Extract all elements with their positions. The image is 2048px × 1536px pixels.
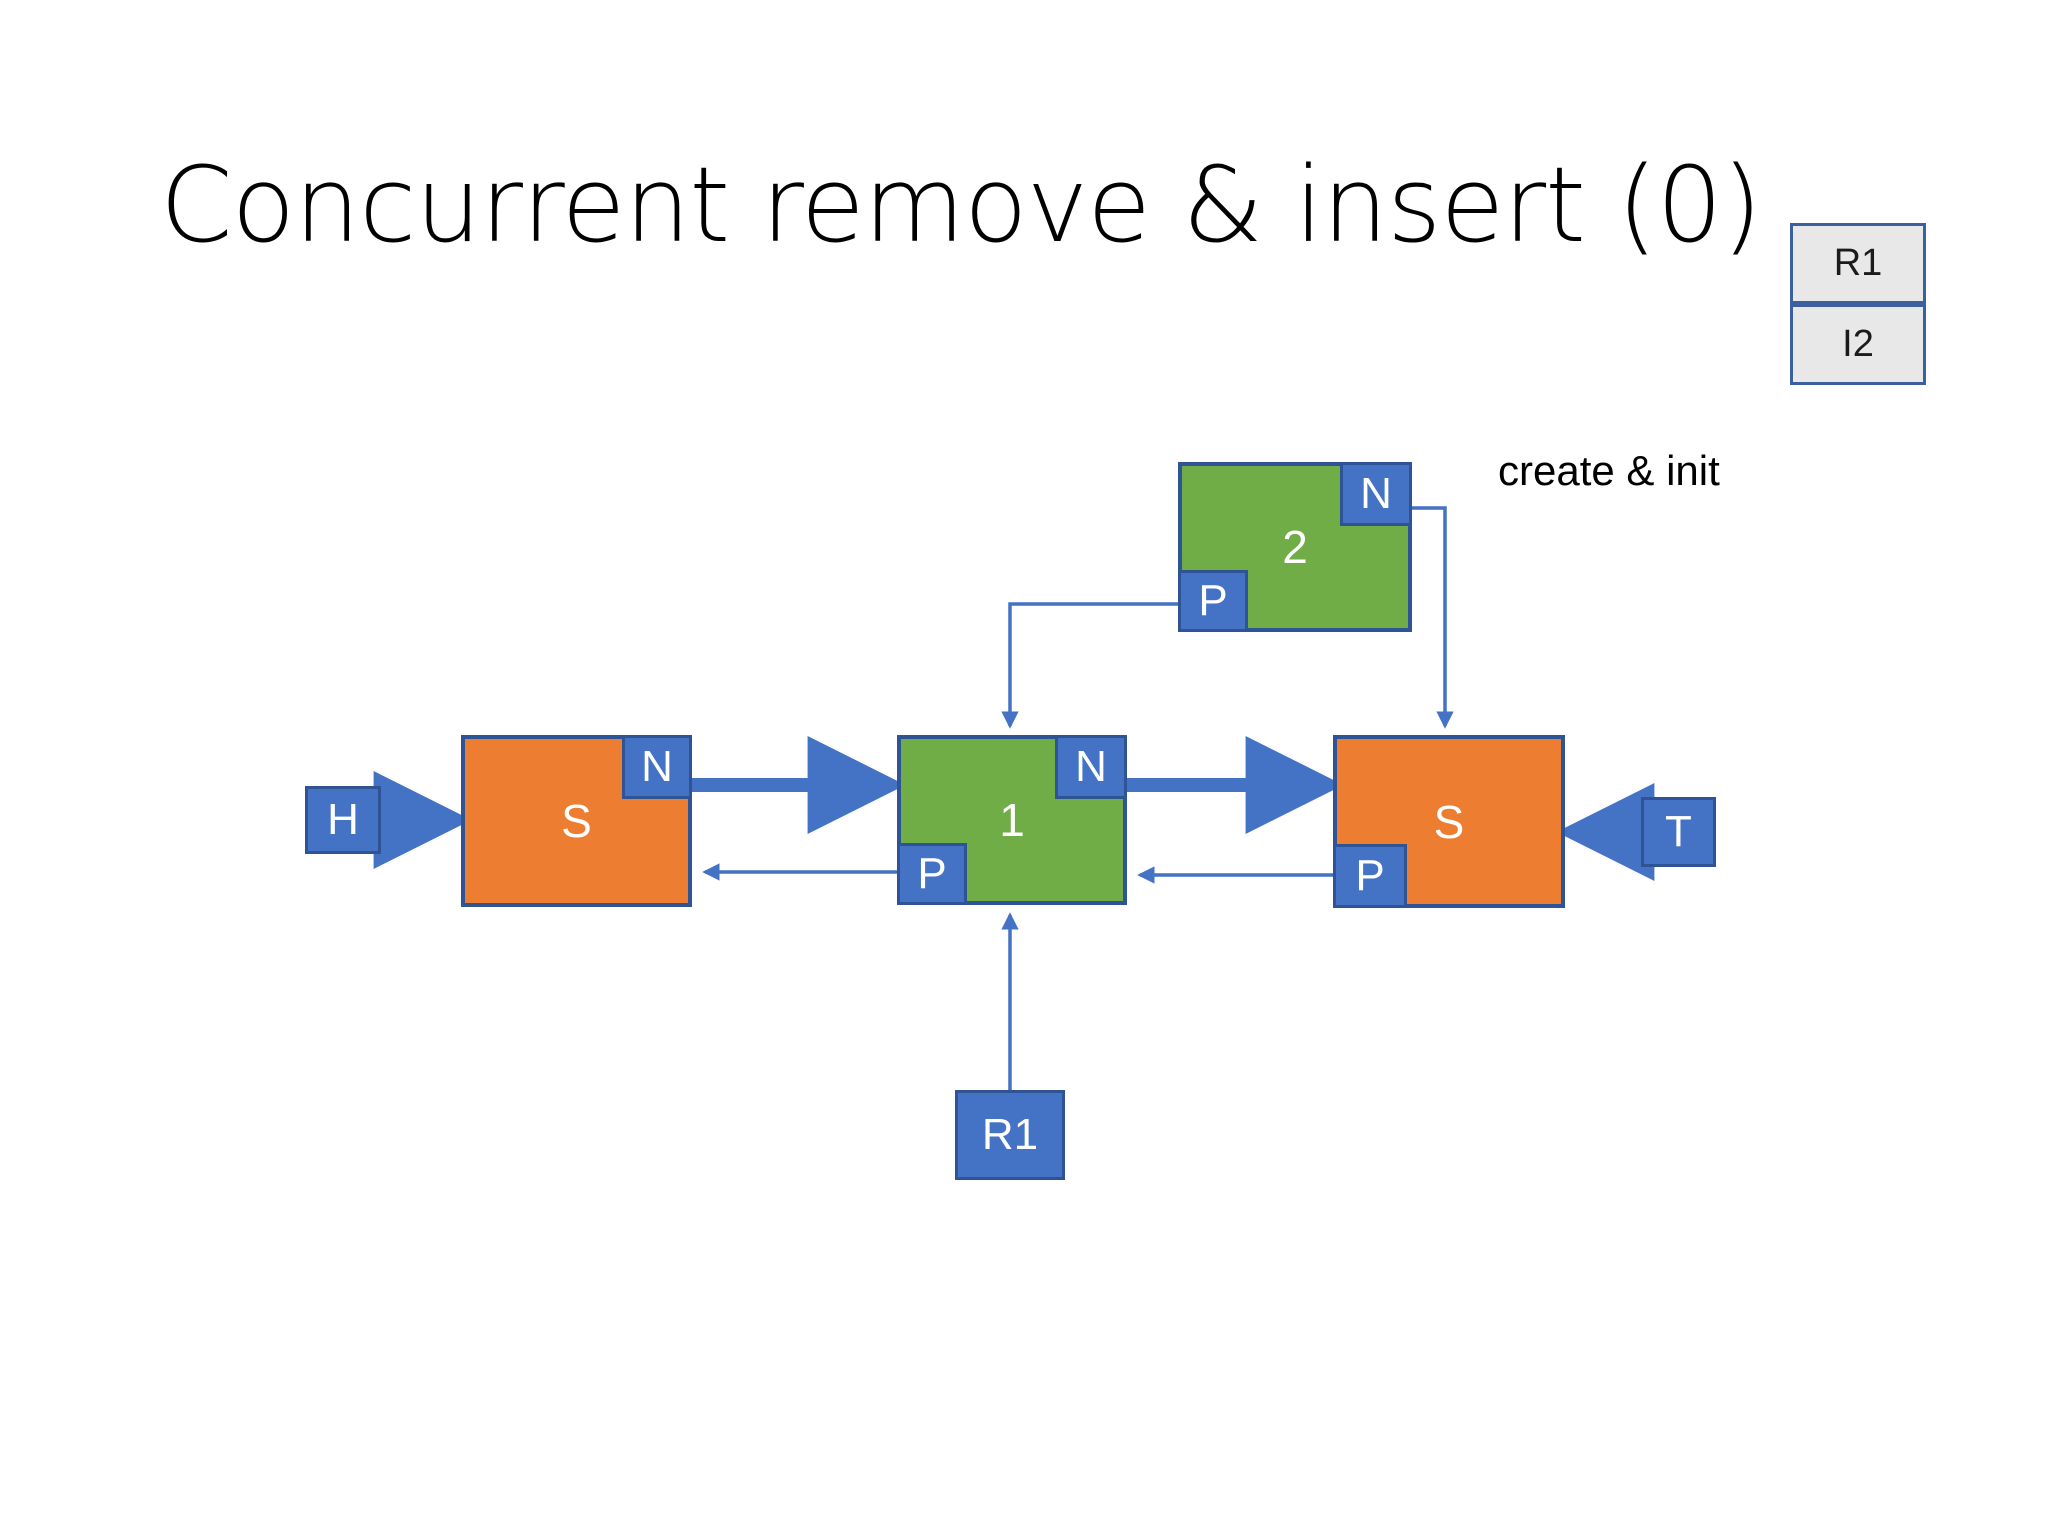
node-head-sentinel-next-pointer[interactable]: N [622, 735, 692, 799]
node-tail-sentinel-prev-pointer[interactable]: P [1333, 844, 1407, 908]
node-head-sentinel[interactable]: S N [461, 735, 692, 907]
legend-row-r1: R1 [1790, 223, 1926, 304]
operation-legend: R1 I2 [1790, 223, 1926, 385]
node-1[interactable]: 1 N P [897, 735, 1127, 905]
node-head-sentinel-label: S [561, 795, 592, 847]
node-new-2-next-pointer[interactable]: N [1340, 462, 1412, 526]
node-tail-sentinel[interactable]: S P [1333, 735, 1565, 908]
terminal-tail[interactable]: T [1641, 797, 1716, 867]
node-1-next-pointer[interactable]: N [1055, 735, 1127, 799]
terminal-r1[interactable]: R1 [955, 1090, 1065, 1180]
annotation-create-init: create & init [1498, 447, 1720, 494]
node-1-label: 1 [999, 794, 1025, 846]
connector-node2-prev-to-node1 [1001, 602, 1178, 729]
legend-row-i2: I2 [1790, 304, 1926, 385]
node-tail-sentinel-label: S [1433, 795, 1465, 848]
page-title: Concurrent remove & insert (0) [160, 144, 1762, 266]
node-1-prev-pointer[interactable]: P [897, 843, 967, 905]
node-new-2[interactable]: 2 N P [1178, 462, 1412, 632]
node-new-2-label: 2 [1282, 521, 1308, 573]
node-new-2-prev-pointer[interactable]: P [1178, 570, 1248, 632]
connector-node2-next-to-tail [1412, 506, 1454, 729]
terminal-head[interactable]: H [305, 786, 381, 854]
